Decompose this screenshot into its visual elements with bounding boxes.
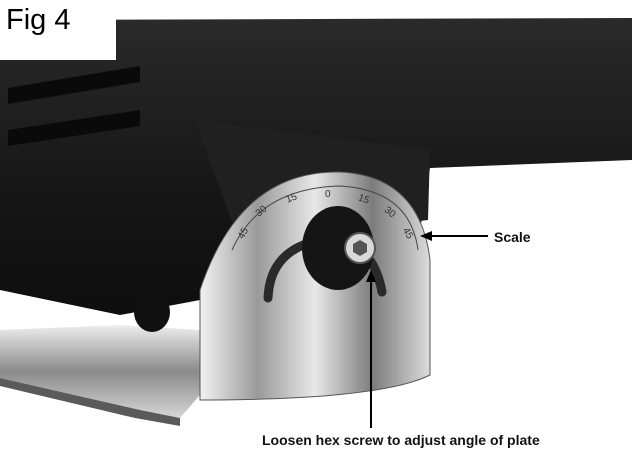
vent-slot (8, 66, 140, 104)
hex-screw-callout: Loosen hex screw to adjust angle of plat… (262, 432, 540, 448)
hex-pointer-arrowhead (366, 270, 376, 282)
base-plate-edge (0, 378, 180, 426)
scale-pointer-arrowhead (420, 231, 432, 241)
knob (302, 206, 374, 290)
base-plate (0, 325, 200, 418)
scale-bracket (199, 171, 431, 401)
vent-slot (8, 110, 140, 146)
scale-tick-label: 0 (325, 189, 331, 200)
scale-arc (231, 185, 419, 251)
scale-callout: Scale (494, 229, 531, 245)
figure-label: Fig 4 (0, 0, 116, 60)
rear-post (134, 292, 170, 332)
hex-socket (353, 240, 367, 256)
